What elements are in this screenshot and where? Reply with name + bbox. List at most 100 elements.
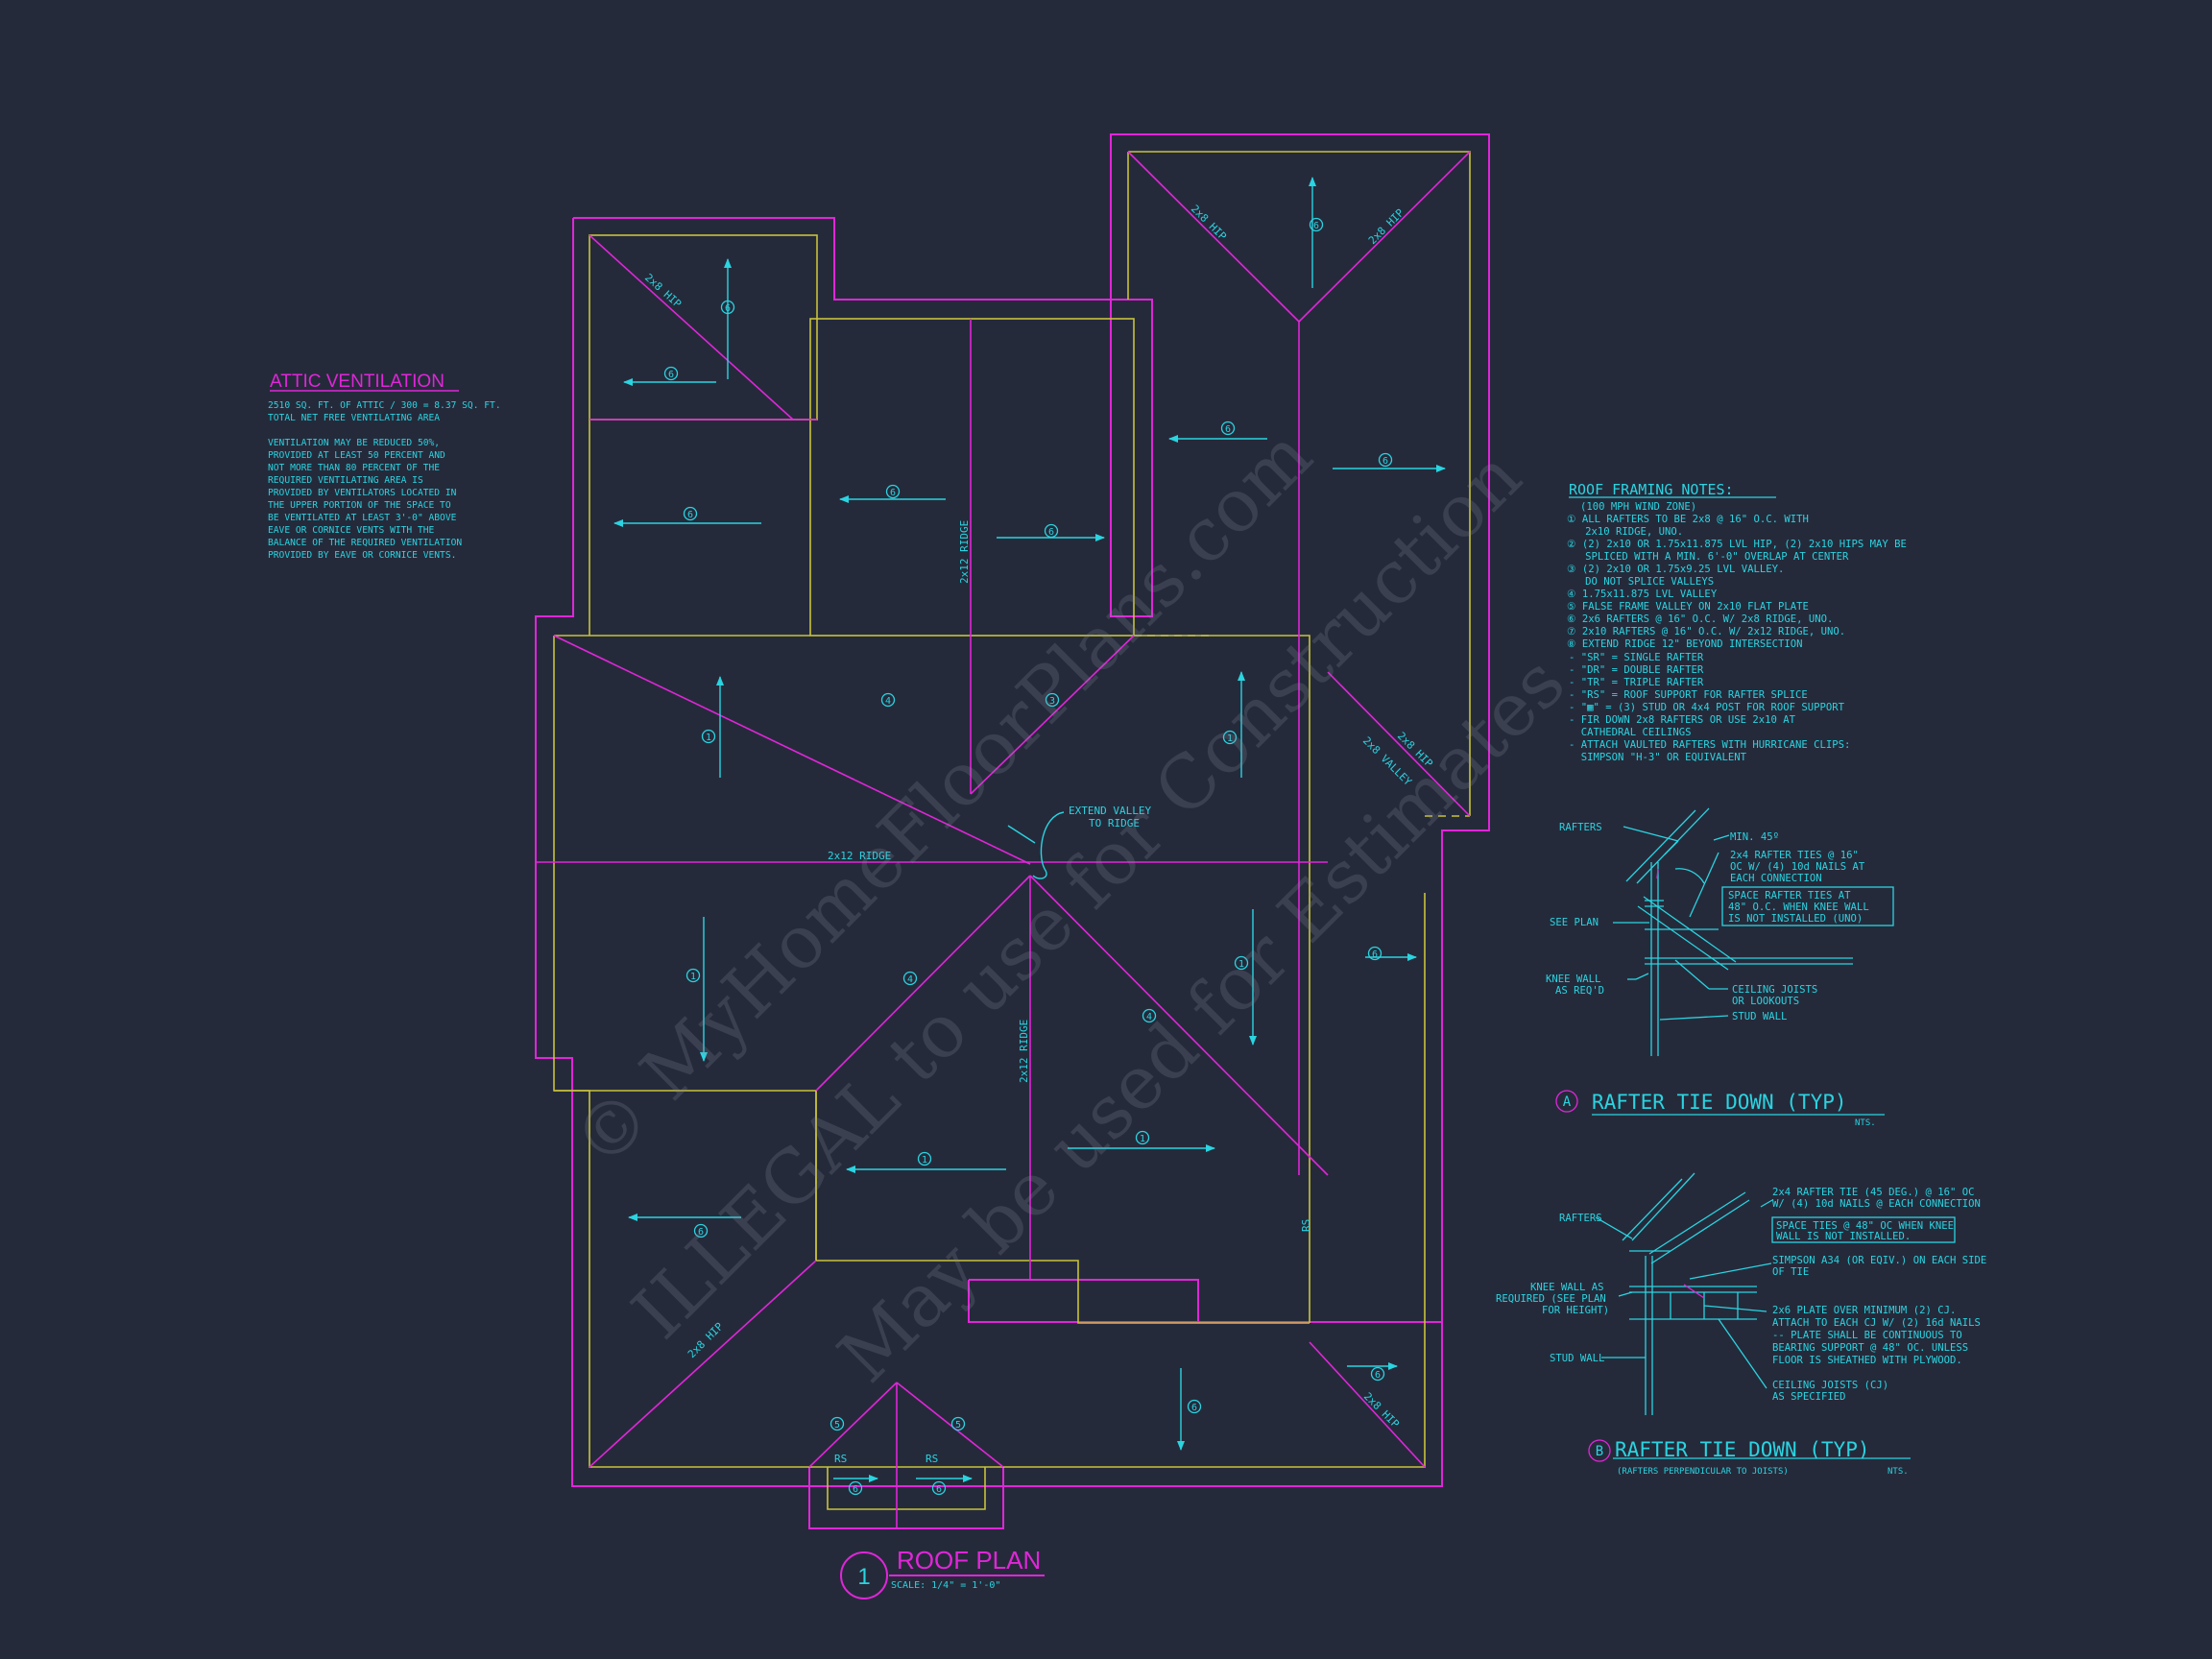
attic-line: EAVE OR CORNICE VENTS WITH THE (268, 525, 435, 536)
svg-text:6: 6 (890, 488, 896, 498)
b-nts: NTS. (1887, 1467, 1909, 1477)
b-space-2: WALL IS NOT INSTALLED. (1776, 1231, 1911, 1242)
note-line: (100 MPH WIND ZONE) (1580, 501, 1696, 513)
key-1: 1 (1135, 1130, 1150, 1145)
plan-scale: SCALE: 1/4" = 1'-0" (891, 1580, 1000, 1591)
svg-text:4: 4 (885, 696, 891, 707)
key-6: 6 (1044, 523, 1059, 539)
note-line: - FIR DOWN 2x8 RAFTERS OR USE 2x10 AT (1569, 714, 1796, 726)
attic-line: VENTILATION MAY BE REDUCED 50%, (268, 438, 440, 448)
svg-text:1: 1 (922, 1155, 927, 1166)
note-line: DO NOT SPLICE VALLEYS (1567, 576, 1714, 588)
svg-text:1: 1 (706, 733, 711, 743)
hip-label-top-right: 2x8 HIP (1366, 206, 1407, 247)
a-space-1: SPACE RAFTER TIES AT (1728, 890, 1851, 902)
note-line: ③ (2) 2x10 OR 1.75x9.25 LVL VALLEY. (1567, 564, 1784, 575)
rs-label-right: RS (1300, 1219, 1312, 1232)
key-6: 6 (1187, 1399, 1202, 1414)
a-min45: MIN. 45º (1730, 831, 1779, 843)
a-ties-2: OC W/ (4) 10d NAILS AT (1730, 861, 1865, 873)
b-sub: (RAFTERS PERPENDICULAR TO JOISTS) (1617, 1467, 1789, 1477)
svg-text:6: 6 (1375, 1370, 1381, 1381)
svg-text:6: 6 (936, 1484, 942, 1495)
svg-text:6: 6 (1048, 527, 1054, 538)
plan-labels: 2x12 RIDGE 2x12 RIDGE 2x12 RIDGE 2x8 HIP… (642, 203, 1435, 1465)
b-plate-4: BEARING SUPPORT @ 48" OC. UNLESS (1772, 1342, 1968, 1354)
svg-text:6: 6 (1382, 456, 1388, 467)
b-plate-5: FLOOR IS SHEATHED WITH PLYWOOD. (1772, 1355, 1962, 1366)
hip-label-upper-left: 2x8 HIP (642, 272, 684, 311)
note-line: - "SR" = SINGLE RAFTER (1569, 652, 1704, 663)
key-5: 5 (830, 1416, 845, 1431)
b-knee-1: KNEE WALL AS (1530, 1282, 1604, 1293)
a-ceiling-2: OR LOOKOUTS (1732, 996, 1799, 1007)
svg-text:4: 4 (907, 974, 913, 985)
key-6: 6 (885, 484, 901, 499)
svg-text:5: 5 (955, 1420, 961, 1431)
key-1: 1 (1234, 955, 1249, 971)
svg-text:5: 5 (834, 1420, 840, 1431)
framing-keys: 6 6 6 6 6 6 6 6 4 3 1 1 1 1 4 4 6 1 1 6 … (663, 217, 1393, 1496)
eave-outline (535, 133, 1490, 1529)
key-6: 6 (1309, 217, 1324, 232)
key-1: 1 (685, 968, 701, 983)
svg-text:6: 6 (853, 1484, 858, 1495)
a-stud: STUD WALL (1732, 1011, 1787, 1022)
svg-text:6: 6 (1313, 221, 1319, 231)
a-nts: NTS. (1855, 1118, 1876, 1128)
note-line: CATHEDRAL CEILINGS (1569, 727, 1692, 738)
b-tie-2: W/ (4) 10d NAILS @ EACH CONNECTION (1772, 1198, 1981, 1210)
note-line: ④ 1.75x11.875 LVL VALLEY (1567, 589, 1718, 600)
b-plate-2: ATTACH TO EACH CJ W/ (2) 16d NAILS (1772, 1317, 1981, 1329)
key-6: 6 (693, 1223, 709, 1238)
a-knee-1: KNEE WALL (1546, 974, 1600, 985)
ridge-label-lower: 2x12 RIDGE (1018, 1020, 1030, 1083)
key-6: 6 (1378, 452, 1393, 468)
note-line: SIMPSON "H-3" OR EQUIVALENT (1569, 752, 1747, 763)
svg-text:6: 6 (668, 370, 674, 380)
note-line: 2x10 RIDGE, UNO. (1567, 526, 1683, 538)
note-line: ⑧ EXTEND RIDGE 12" BEYOND INTERSECTION (1567, 638, 1802, 650)
detail-a-labels: RAFTERS MIN. 45º 2x4 RAFTER TIES @ 16" O… (1546, 822, 1876, 1128)
svg-text:6: 6 (1372, 950, 1378, 960)
key-4: 4 (902, 971, 918, 986)
key-3: 3 (1045, 692, 1060, 708)
key-6: 6 (931, 1480, 947, 1496)
key-6: 6 (848, 1480, 863, 1496)
a-title: RAFTER TIE DOWN (TYP) (1592, 1091, 1847, 1114)
ridge-label-main: 2x12 RIDGE (828, 850, 891, 862)
attic-line: TOTAL NET FREE VENTILATING AREA (268, 413, 440, 423)
a-ceiling-1: CEILING JOISTS (1732, 984, 1817, 996)
b-tie-1: 2x4 RAFTER TIE (45 DEG.) @ 16" OC (1772, 1187, 1974, 1198)
detail-b-labels: 2x4 RAFTER TIE (45 DEG.) @ 16" OC W/ (4)… (1496, 1187, 1986, 1477)
notes-lines: (100 MPH WIND ZONE) ① ALL RAFTERS TO BE … (1567, 501, 1907, 763)
note-line: - "▦" = (3) STUD OR 4x4 POST FOR ROOF SU… (1569, 702, 1845, 713)
attic-line: BALANCE OF THE REQUIRED VENTILATION (268, 538, 462, 548)
key-1: 1 (701, 729, 716, 744)
key-4: 4 (1142, 1008, 1157, 1023)
roof-framing-notes: ROOF FRAMING NOTES: (100 MPH WIND ZONE) … (1567, 481, 1907, 763)
key-6: 6 (683, 506, 698, 521)
key-4: 4 (880, 692, 896, 708)
svg-text:1: 1 (1227, 733, 1233, 744)
note-line: - "RS" = ROOF SUPPORT FOR RAFTER SPLICE (1569, 689, 1808, 701)
plan-title: ROOF PLAN (897, 1546, 1041, 1575)
attic-line: THE UPPER PORTION OF THE SPACE TO (268, 500, 451, 511)
notes-title: ROOF FRAMING NOTES: (1569, 481, 1734, 498)
b-plate-3: -- PLATE SHALL BE CONTINUOUS TO (1772, 1330, 1962, 1341)
rafter-direction-arrows (613, 177, 1446, 1482)
b-space-1: SPACE TIES @ 48" OC WHEN KNEE (1776, 1220, 1954, 1232)
b-stud: STUD WALL (1550, 1353, 1604, 1364)
a-rafters: RAFTERS (1559, 822, 1602, 833)
extend-valley-line1: EXTEND VALLEY (1069, 805, 1151, 817)
extend-valley-line2: TO RIDGE (1089, 817, 1140, 830)
ridge-label-upper: 2x12 RIDGE (958, 520, 971, 584)
b-plate-1: 2x6 PLATE OVER MINIMUM (2) CJ. (1772, 1305, 1956, 1316)
key-1: 1 (1222, 730, 1238, 745)
svg-text:1: 1 (690, 972, 696, 982)
attic-line: PROVIDED BY EAVE OR CORNICE VENTS. (268, 550, 456, 561)
svg-text:6: 6 (1191, 1403, 1197, 1413)
a-see-plan: SEE PLAN (1550, 917, 1599, 928)
attic-line: PROVIDED BY VENTILATORS LOCATED IN (268, 488, 457, 498)
